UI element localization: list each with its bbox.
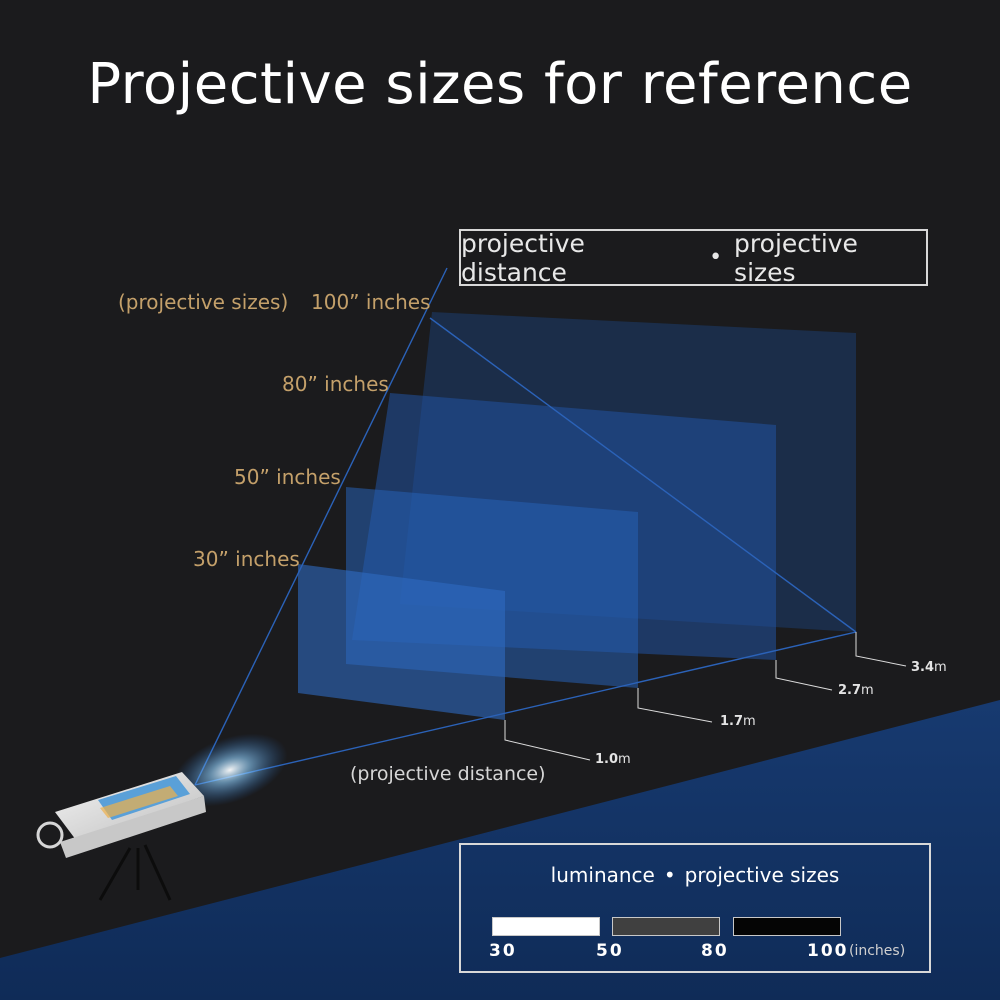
legend-title-left: luminance	[550, 863, 655, 887]
page-title: Projective sizes for reference	[87, 52, 913, 117]
distance-label-1-0: 1.0m	[595, 752, 631, 767]
legend-tick-80: 80	[701, 941, 729, 961]
size-label-80: 80” inches	[282, 372, 389, 396]
screen-30	[298, 564, 505, 720]
distance-value: 1.7	[720, 714, 744, 729]
distance-label-2-7: 2.7m	[838, 683, 874, 698]
distance-leaders	[504, 632, 907, 761]
distance-unit: m	[618, 752, 631, 767]
legend-tick-50: 50	[596, 941, 624, 961]
legend-swatch-50-80	[612, 917, 720, 936]
legend-title: luminance • projective sizes	[461, 863, 929, 887]
distance-value: 3.4	[911, 660, 935, 675]
distance-label-1-7: 1.7m	[720, 714, 756, 729]
size-label-30: 30” inches	[193, 547, 300, 571]
distance-unit: m	[743, 714, 756, 729]
distance-value: 2.7	[838, 683, 862, 698]
legend-swatch-30-50	[492, 917, 600, 936]
legend-tick-30: 30	[489, 941, 517, 961]
projector-device	[36, 772, 206, 901]
header-right: projective sizes	[734, 228, 858, 287]
luminance-legend: luminance • projective sizes 30 50 80 10…	[459, 843, 931, 973]
axis-label-distance: (projective distance)	[350, 763, 546, 785]
header-left: projective distance	[461, 228, 585, 287]
header-separator: •	[709, 245, 723, 270]
legend-title-right: projective sizes	[684, 863, 840, 887]
distance-unit: m	[861, 683, 874, 698]
projection-lines	[194, 267, 857, 786]
beam-glow	[172, 733, 288, 807]
header-box: projective distance • projective sizes	[459, 228, 928, 287]
distance-label-3-4: 3.4m	[911, 660, 947, 675]
legend-unit: (inches)	[849, 943, 906, 959]
size-label-50: 50” inches	[234, 465, 341, 489]
legend-separator: •	[663, 863, 676, 887]
size-label-100: 100” inches	[311, 290, 431, 314]
axis-label-sizes: (projective sizes)	[118, 290, 289, 314]
legend-swatch-80-100	[733, 917, 841, 936]
distance-unit: m	[934, 660, 947, 675]
legend-tick-100: 100	[807, 941, 849, 961]
distance-value: 1.0	[595, 752, 619, 767]
